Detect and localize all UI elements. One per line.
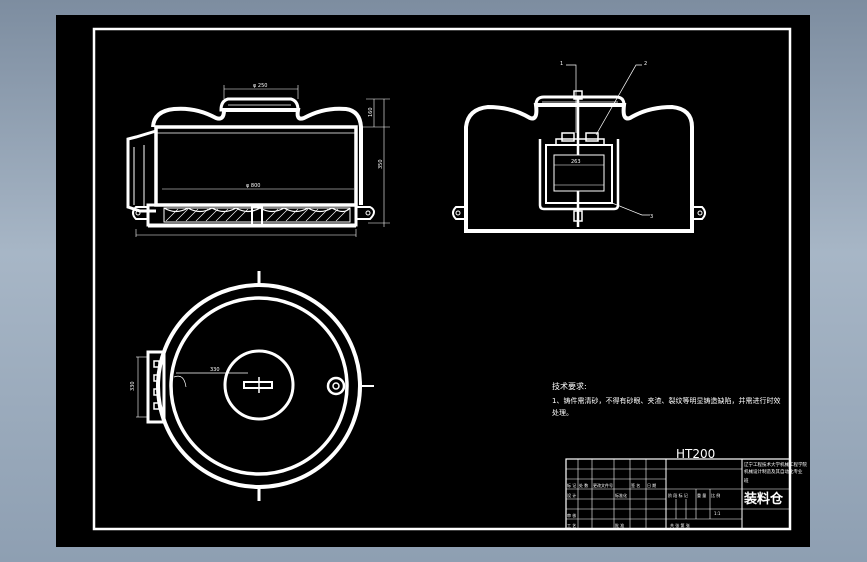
cell-chushu: 处 数 (579, 482, 588, 488)
leader-label-2: 2 (644, 61, 647, 67)
cell-riqi: 日 期 (647, 482, 656, 488)
notes-line-1: 1、铸件需清砂，不得有砂眼、夹渣、裂纹等明显铸造缺陷，并需进行时效 (552, 396, 780, 405)
dim-plan-radius: 330 (210, 367, 220, 373)
leader-label-1: 1 (560, 61, 563, 67)
dim-front-top: φ 250 (253, 83, 267, 89)
dim-front-right-main: 350 (378, 159, 384, 169)
cell-jieduan: 阶 段 标 记 (668, 492, 688, 498)
dim-side-gap: 263 (571, 159, 581, 165)
notes-line-2: 处理。 (552, 408, 573, 417)
cad-viewport[interactable]: φ 250 φ 800 160 350 (56, 15, 810, 547)
cell-bili: 比 例 (711, 492, 720, 498)
drawing-title: 装料仓 (743, 491, 784, 507)
cell-qianming: 签 名 (631, 482, 640, 488)
school-line-3: 班 (744, 477, 749, 484)
cell-genggai: 更改文件号 (593, 482, 613, 488)
drawing-border (92, 27, 792, 531)
cell-bili-value: 1:1 (714, 511, 721, 516)
cell-biaoji: 标 记 (567, 482, 576, 488)
cell-zhongliang: 重 量 (697, 492, 706, 498)
school-line-2: 机械设计制造及其自动化专业 (744, 468, 803, 475)
side-view: 263 1 2 3 (452, 61, 706, 233)
cell-shenhe: 审 核 (567, 512, 576, 518)
cell-gongzhang: 共 张 第 张 (670, 522, 690, 528)
technical-notes: 技术要求: 1、铸件需清砂，不得有砂眼、夹渣、裂纹等明显铸造缺陷，并需进行时效 … (552, 381, 780, 417)
dim-plan-left: 330 (130, 381, 136, 391)
dim-front-right-upper: 160 (368, 107, 374, 117)
title-block: 标 记 处 数 更改文件号 签 名 日 期 设 计 标准化 审 核 工 艺 批 … (565, 458, 807, 530)
front-view: φ 250 φ 800 160 350 (126, 83, 390, 237)
notes-heading: 技术要求: (552, 381, 587, 391)
cell-biaozhunhua: 标准化 (615, 492, 627, 498)
cell-sheji: 设 计 (567, 492, 576, 498)
plan-view: 330 330 (130, 271, 374, 501)
school-line-1: 辽宁工程技术大学机械工程学院 (744, 461, 807, 468)
cell-pizhun: 批 准 (615, 522, 624, 528)
material-label: HT200 (676, 447, 715, 461)
dim-front-bottom: φ 800 (246, 183, 260, 189)
cell-gongyi: 工 艺 (567, 523, 576, 528)
leader-label-3: 3 (650, 214, 653, 220)
engineering-drawing: φ 250 φ 800 160 350 (92, 27, 807, 531)
